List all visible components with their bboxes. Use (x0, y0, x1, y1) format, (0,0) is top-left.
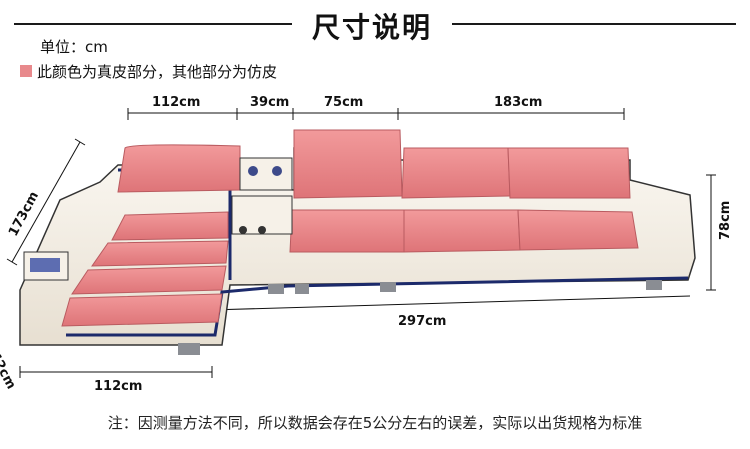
console-units (23, 157, 293, 281)
dim-label-top-112: 112cm (152, 95, 201, 110)
dim-label-bottom-112: 112cm (94, 379, 143, 394)
dim-label-top-75: 75cm (324, 95, 364, 110)
page-title: 尺寸说明 (311, 11, 432, 44)
legend-text: 此颜色为真皮部分，其他部分为仿皮 (37, 62, 278, 81)
title-rule-right (452, 23, 736, 25)
chaise-cushions (61, 211, 229, 327)
backrest-cushions (117, 129, 631, 199)
color-legend: 此颜色为真皮部分，其他部分为仿皮 (20, 60, 277, 82)
dim-label-height-78: 78cm (718, 200, 733, 240)
unit-label: 单位：cm (40, 38, 108, 56)
title-bar: 尺寸说明 (0, 0, 750, 50)
dimension-lines (6, 108, 716, 378)
dim-label-top-183: 183cm (494, 95, 543, 110)
leather-color-swatch (20, 65, 32, 77)
footer-note: 注：因测量方法不同，所以数据会存在5公分左右的误差，实际以出货规格为标准 (107, 414, 643, 432)
seat-cushions (289, 209, 639, 253)
dim-label-width-297: 297cm (398, 314, 447, 329)
dim-label-top-39: 39cm (250, 95, 290, 110)
title-rule-left (14, 23, 292, 25)
